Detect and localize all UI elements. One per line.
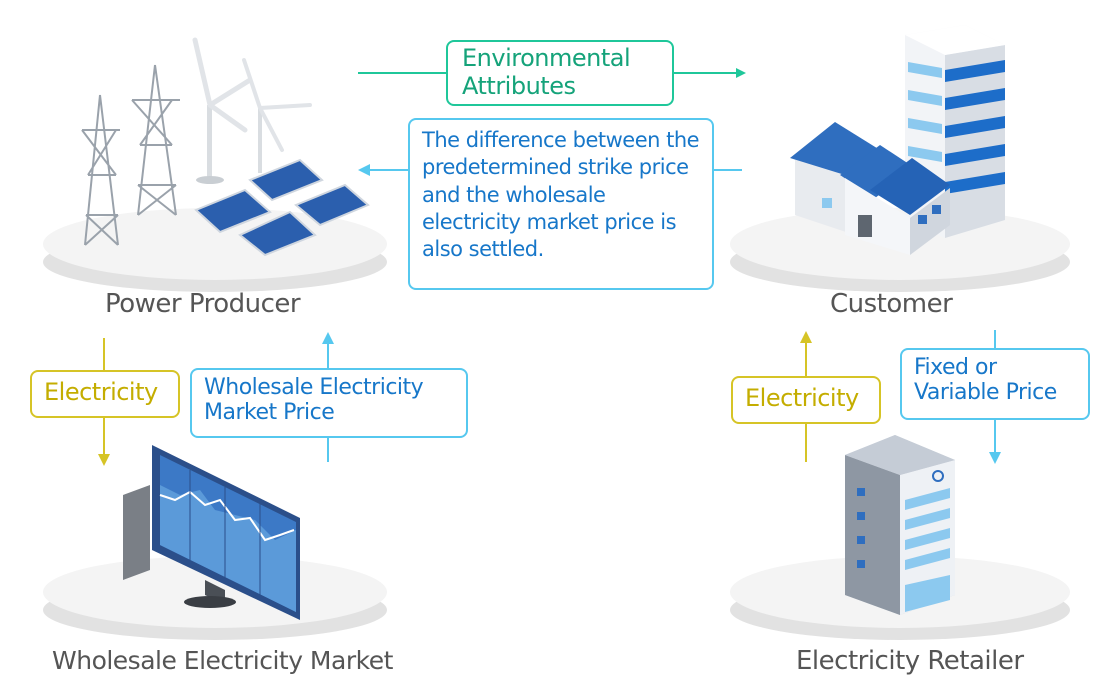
retailer-building-icon xyxy=(845,435,955,615)
market-monitor-icon xyxy=(123,445,300,620)
power-producer-label: Power Producer xyxy=(105,289,301,319)
fixed-variable-price-label: Fixed or Variable Price xyxy=(900,348,1090,420)
transmission-tower-icon xyxy=(81,64,180,246)
wholesale-price-label: Wholesale Electricity Market Price xyxy=(190,368,468,438)
customer-label: Customer xyxy=(830,289,953,319)
customer-icon xyxy=(790,25,1005,255)
solar-panel-icon xyxy=(194,158,370,257)
electricity-label-right: Electricity xyxy=(731,376,881,424)
environmental-attributes-label: Environmental Attributes xyxy=(446,40,674,106)
retailer-label: Electricity Retailer xyxy=(796,646,1024,676)
electricity-label-left: Electricity xyxy=(30,370,180,418)
difference-settled-label: The difference between the predetermined… xyxy=(408,118,714,290)
factory-icon xyxy=(790,122,950,255)
power-producer-icon xyxy=(81,37,370,257)
wind-turbine-icon xyxy=(192,37,312,184)
wholesale-market-label: Wholesale Electricity Market xyxy=(52,646,393,675)
